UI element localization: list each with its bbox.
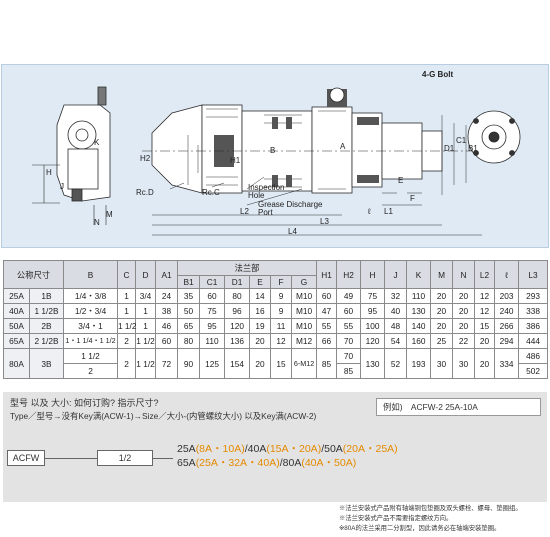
size-option: /80A	[279, 457, 302, 469]
col-b: B	[63, 260, 119, 289]
grease-port-label-1: Grease Discharge	[258, 200, 323, 209]
dim-a-label: A	[340, 142, 346, 151]
applicable-size-option: (20A・25A)	[342, 443, 398, 455]
note-1: ※法兰安装式产品附有轴端铜包垫圈及双头螺栓、螺母、垫圈组。	[339, 505, 522, 512]
inspection-hole-label-1: Inspection	[248, 183, 285, 192]
ordering-description: Type／型号→没有Key满(ACW-1)→Size／大小-(内管螺纹大小) 以…	[10, 411, 317, 421]
size-option: 25A	[177, 443, 196, 455]
col-h1: H1	[316, 260, 338, 289]
model-box: ACFW	[7, 450, 45, 466]
notes: ※法兰安装式产品附有轴端铜包垫圈及双头螺栓、螺母、垫圈组。 ※法兰安装式产品不需…	[339, 504, 522, 534]
ordering-panel: 型号 以及 大小: 如何订购? 指示尺寸? Type／型号→没有Key满(ACW…	[3, 392, 547, 502]
size-option: /40A	[244, 443, 267, 455]
dim-l-label: ℓ	[368, 207, 371, 216]
col-c: C	[117, 260, 137, 289]
applicable-size-option: (8A・10A)	[195, 443, 245, 455]
spec-table: 公称尺寸 B C D A1 法兰部 H1 H2 H J K M N L2 ℓ L…	[2, 260, 549, 379]
dim-j-label: J	[60, 182, 64, 191]
col-n: N	[452, 260, 476, 289]
col-l3: L3	[518, 260, 549, 289]
col-e: E	[249, 275, 272, 289]
dim-h2-label: H2	[140, 154, 151, 163]
dim-n-label: N	[94, 218, 100, 227]
grease-port-label-2: Port	[258, 208, 273, 217]
col-a1: A1	[155, 260, 179, 289]
dim-m-label: M	[106, 210, 113, 219]
dim-h-label: H	[46, 168, 52, 177]
drawing-lines	[32, 86, 521, 236]
col-d1: D1	[224, 275, 251, 289]
rcd-label: Rc.D	[136, 188, 154, 197]
col-size: 公称尺寸	[2, 260, 65, 289]
col-k: K	[406, 260, 432, 289]
dim-l2-label: L2	[240, 207, 249, 216]
col-f: F	[270, 275, 293, 289]
note-2: ※法兰安装式产品不需要指定螺纹方向。	[339, 515, 453, 522]
col-b1: B1	[177, 275, 201, 289]
dim-b1-label: B1	[468, 144, 478, 153]
dim-c1-label: C1	[456, 136, 467, 145]
size-options: 25A(8A・10A)/40A(15A・20A)/50A(20A・25A) 65…	[177, 442, 398, 470]
dim-b-label: B	[270, 146, 276, 155]
size-option: /50A	[321, 443, 343, 455]
col-h: H	[360, 260, 386, 289]
col-l2: L2	[474, 260, 496, 289]
table-subheader-row: B1 C1 D1 E F G	[4, 275, 548, 289]
size-options-line-2: 65A(25A・32A・40A)/80A(40A・50A)	[177, 456, 398, 470]
connector-line-1	[45, 458, 97, 459]
col-flange: 法兰部	[177, 260, 318, 276]
applicable-size-option: (15A・20A)	[266, 443, 322, 455]
table-row-80a-top: 80A 3B 1 1/2 2 1 1/2 72 90 125 154 20 15…	[3, 348, 549, 379]
col-m: M	[430, 260, 454, 289]
table-row-80a-bottom: 2 85 502	[4, 363, 549, 379]
col-h2: H2	[336, 260, 362, 289]
bolt-label: 4-G Bolt	[422, 70, 454, 79]
dim-k-label: K	[94, 138, 100, 147]
dim-l1-label: L1	[384, 207, 393, 216]
dim-e-label: E	[398, 176, 404, 185]
size-option: 65A	[177, 457, 196, 469]
inspection-hole-label-2: Hole	[248, 191, 265, 200]
dim-l4-label: L4	[288, 227, 297, 236]
option-box: 1/2	[97, 450, 153, 466]
ordering-title: 型号 以及 大小: 如何订购? 指示尺寸?	[10, 398, 159, 408]
dim-d1-label: D1	[444, 144, 455, 153]
ordering-example: 例如) ACFW-2 25A-10A	[376, 398, 541, 416]
size-options-line-1: 25A(8A・10A)/40A(15A・20A)/50A(20A・25A)	[177, 442, 398, 456]
col-l: ℓ	[494, 260, 520, 289]
connector-line-2	[153, 458, 173, 459]
rcc-label: Rc.C	[202, 188, 220, 197]
dim-f-label: F	[410, 194, 415, 203]
applicable-size-option: (25A・32A・40A)	[195, 457, 280, 469]
table-header-row: 公称尺寸 B C D A1 法兰部 H1 H2 H J K M N L2 ℓ L…	[2, 260, 549, 289]
col-g: G	[291, 275, 318, 289]
col-j: J	[384, 260, 408, 289]
col-d: D	[135, 260, 157, 289]
technical-drawing: 4-G Bolt Inspection Hole Grease Discharg…	[1, 64, 549, 248]
dim-h1-label: H1	[230, 156, 241, 165]
note-3: ※80A的法兰采用二分割型，因此请务必在轴端安装垫圈。	[339, 525, 501, 532]
applicable-size-option: (40A・50A)	[301, 457, 357, 469]
col-c1: C1	[199, 275, 226, 289]
dim-l3-label: L3	[320, 217, 329, 226]
